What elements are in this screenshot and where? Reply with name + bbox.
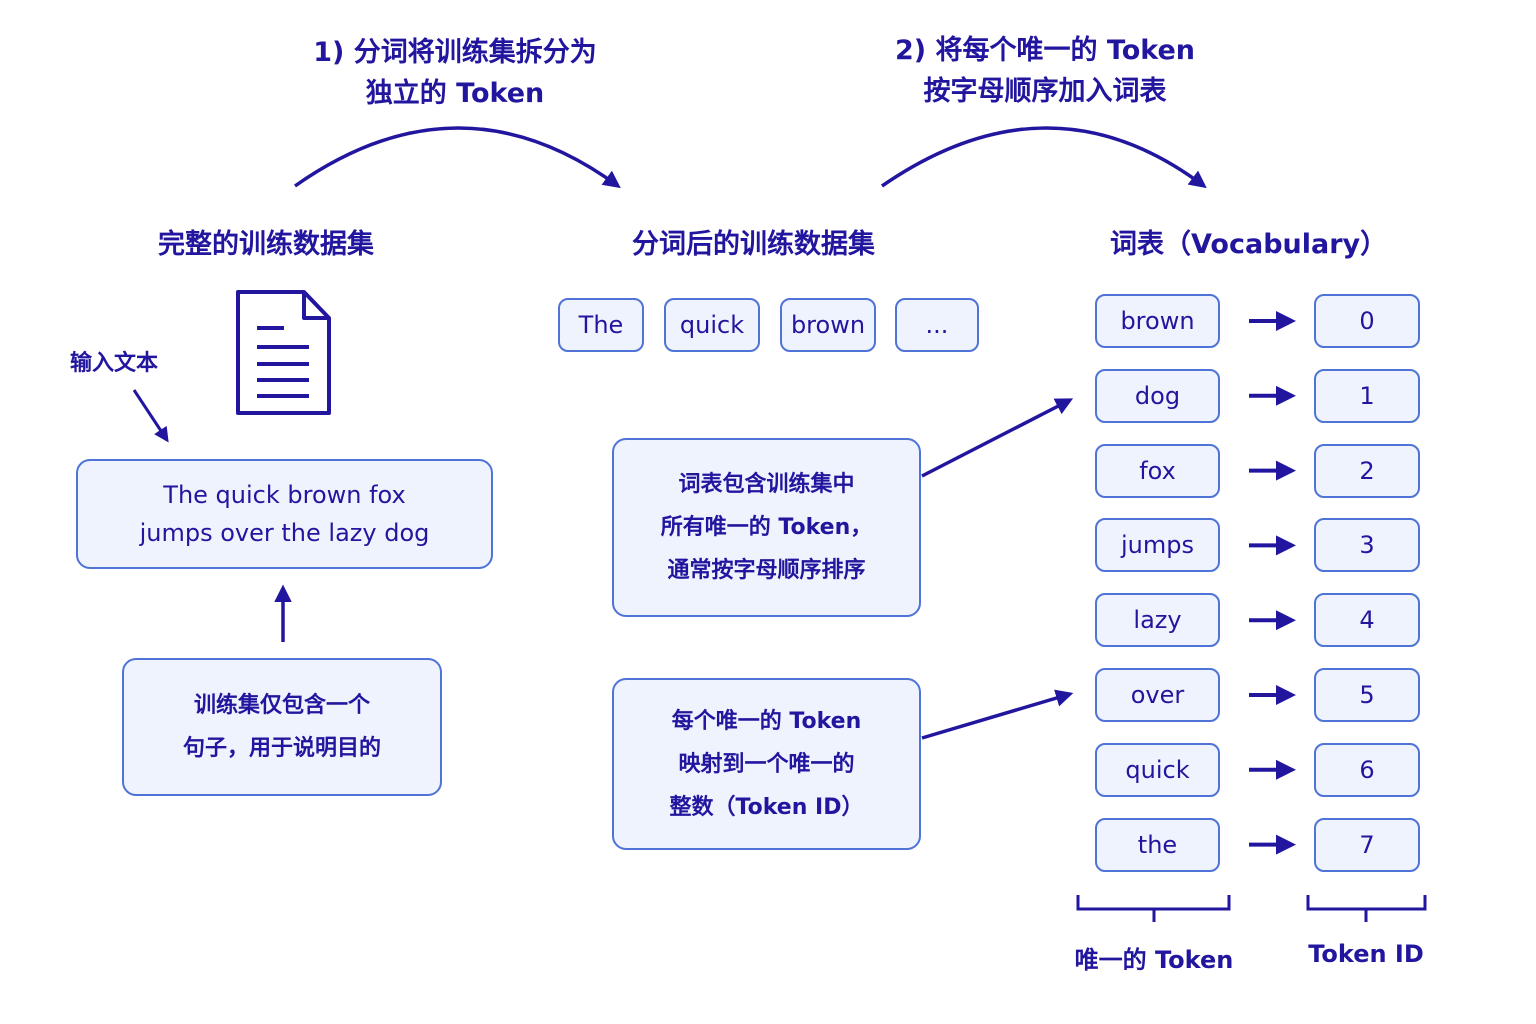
step1-line1: 1) 分词将训练集拆分为 (313, 37, 597, 68)
note-id-arrow (921, 689, 1074, 740)
step1-line2: 独立的 Token (365, 78, 545, 109)
note-single-sentence: 训练集仅包含一个 句子，用于说明目的 (122, 658, 442, 796)
token-box-ellipsis: ... (895, 298, 979, 352)
vocab-token-box: jumps (1095, 518, 1220, 573)
step2-line2: 按字母顺序加入词表 (923, 76, 1167, 107)
vocab-id-box: 7 (1314, 817, 1420, 872)
label-token-id: Token ID (1308, 940, 1424, 968)
id-bracket (1306, 895, 1427, 922)
vocab-id-box: 4 (1314, 593, 1420, 648)
token-box: quick (664, 298, 760, 352)
step2-arc-arrow (881, 126, 1207, 189)
document-icon (236, 290, 331, 415)
source-text-line1: The quick brown fox (163, 481, 406, 509)
token-box: brown (780, 298, 876, 352)
token-bracket (1076, 895, 1231, 922)
note-id-line3: 整数（Token ID） (669, 794, 864, 820)
heading-full-dataset: 完整的训练数据集 (158, 229, 374, 260)
heading-tokenized-dataset: 分词后的训练数据集 (632, 229, 875, 260)
note-maps-to-id: 每个唯一的 Token 映射到一个唯一的 整数（Token ID） (612, 678, 921, 850)
step1-arc-arrow (293, 126, 621, 189)
step2-line1: 2) 将每个唯一的 Token (894, 35, 1196, 66)
note-id-line2: 映射到一个唯一的 (678, 751, 855, 777)
step1-caption: 1) 分词将训练集拆分为 独立的 Token (300, 32, 610, 114)
note-vocab-line1: 词表包含训练集中 (678, 472, 855, 497)
token-box: The (558, 298, 644, 352)
note-vocab-line2: 所有唯一的 Token， (660, 515, 873, 540)
note-vocab-contains: 词表包含训练集中 所有唯一的 Token， 通常按字母顺序排序 (612, 438, 921, 617)
vocab-token-box: quick (1095, 742, 1220, 797)
input-text-label: 输入文本 (70, 351, 159, 376)
vocab-token-box: lazy (1095, 593, 1220, 648)
note-single-sentence-line2: 句子，用于说明目的 (182, 736, 381, 761)
vocab-id-box: 1 (1314, 368, 1420, 423)
note-id-line1: 每个唯一的 Token (671, 708, 862, 734)
source-text-line2: jumps over the lazy dog (139, 519, 430, 547)
vocab-id-box: 5 (1314, 668, 1420, 722)
vocab-token-box: over (1095, 668, 1220, 722)
vocab-id-box: 3 (1314, 518, 1420, 573)
note-vocab-line3: 通常按字母顺序排序 (667, 558, 866, 583)
note-vocab-arrow (921, 398, 1074, 478)
vocab-id-box: 2 (1314, 443, 1420, 498)
vocab-id-box: 6 (1314, 742, 1420, 797)
heading-vocabulary: 词表（Vocabulary） (1110, 229, 1388, 260)
vocab-token-box: fox (1095, 443, 1220, 498)
note-single-sentence-line1: 训练集仅包含一个 (193, 693, 370, 718)
input-arrow (132, 389, 169, 443)
step2-caption: 2) 将每个唯一的 Token 按字母顺序加入词表 (880, 30, 1210, 112)
vocab-id-box: 0 (1314, 294, 1420, 348)
label-unique-token: 唯一的 Token (1074, 946, 1234, 974)
vocab-token-box: brown (1095, 294, 1220, 348)
vocab-token-box: dog (1095, 368, 1220, 423)
source-text-box: The quick brown fox jumps over the lazy … (76, 459, 493, 569)
vocab-token-box: the (1095, 817, 1220, 872)
